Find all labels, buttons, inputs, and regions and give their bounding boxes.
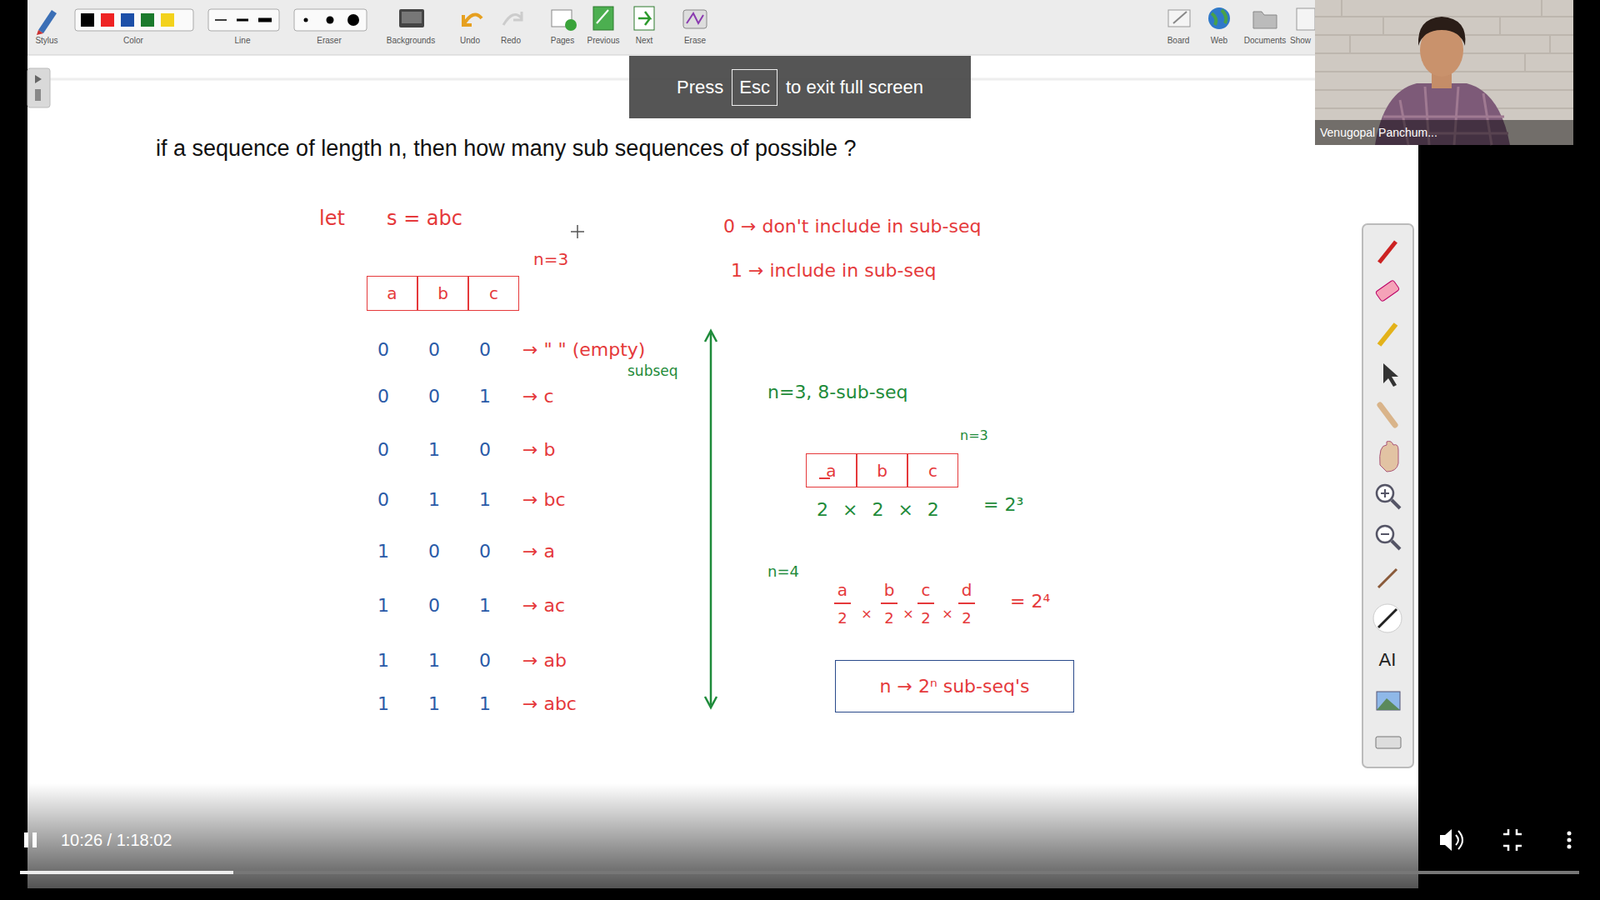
toolbar-label: Eraser: [316, 35, 341, 46]
toolbar-label: Previous: [587, 35, 620, 46]
array-cell: b: [417, 275, 469, 311]
bit-row: 1 0 1: [377, 595, 491, 616]
fullscreen-banner: Press to exit full screen Esc: [629, 55, 971, 119]
slide-title: if a sequence of length n, then how many…: [155, 135, 857, 162]
toolbar-label: Board: [1167, 35, 1190, 46]
node-text: to exit full screen: [785, 76, 924, 99]
text-tool-icon: AI: [1379, 649, 1397, 670]
handwritten-note: subseq: [627, 363, 679, 380]
toolbar-icons: [36, 6, 1315, 35]
toolbar-label: Erase: [684, 35, 706, 46]
fraction-letter: d: [961, 580, 973, 600]
whiteboard: [27, 55, 1419, 889]
handwritten-note: n=3, 8-sub-seq: [767, 381, 909, 403]
fraction-denominator: 2: [920, 610, 930, 628]
toolbar-label: Color: [123, 35, 144, 46]
toolbar-label: Web: [1210, 35, 1228, 46]
fraction-letter: a: [837, 580, 848, 600]
times-sign: ×: [902, 606, 914, 622]
node-text: b: [437, 283, 449, 304]
toolbar-label: Next: [635, 35, 654, 46]
array-cell: a: [805, 453, 857, 488]
node-text: Esc: [739, 76, 770, 99]
bit-row: 0 1 0: [377, 439, 491, 460]
fraction-bars: [819, 478, 975, 604]
subsequence-result: → ac: [522, 595, 565, 616]
toolbar: [27, 0, 1315, 55]
toolbar-label: Pages: [550, 35, 575, 46]
subsequence-result: → " " (empty): [522, 339, 645, 360]
video-time: 10:26 / 1:18:02: [60, 830, 172, 850]
toolbar-label: Line: [235, 35, 251, 46]
toolbar-label: Redo: [500, 35, 521, 46]
handwritten-note: 0 → don't include in sub-seq: [723, 215, 981, 237]
fraction-letter: c: [921, 580, 931, 600]
bit-row: 0 0 1: [377, 385, 491, 407]
bit-row: 0 1 1: [377, 489, 491, 510]
fraction-letter: b: [884, 580, 895, 600]
player-icons: [20, 829, 1580, 873]
toolbar-label: Show: [1290, 35, 1311, 46]
subsequence-result: → ab: [522, 650, 567, 671]
handwritten-note: n=3: [533, 250, 569, 270]
fraction-denominator: 2: [837, 610, 847, 628]
subsequence-result: → b: [522, 439, 555, 460]
handwritten-note: = 2³: [983, 494, 1024, 515]
node-text: n → 2ⁿ sub-seq's: [880, 675, 1030, 697]
handwritten-note: 1 → include in sub-seq: [730, 260, 936, 281]
array-cell: c: [907, 453, 959, 488]
array-cell: c: [468, 275, 520, 311]
subsequence-result: → c: [522, 385, 555, 407]
bit-row: 1 1 0: [377, 650, 491, 671]
toolbar-label: Undo: [460, 35, 480, 46]
node-text: Press: [676, 76, 724, 99]
node-text: a: [386, 283, 397, 304]
subsequence-result: → abc: [522, 693, 577, 715]
fraction-denominator: 2: [961, 610, 971, 628]
bit-row: 1 0 0: [377, 540, 491, 562]
handwritten-note: n=3: [960, 428, 989, 444]
handwritten-note: = 2⁴: [1010, 590, 1050, 612]
player-controls: [0, 783, 1600, 900]
range-arrow: [705, 330, 717, 708]
tool-panel: [1362, 224, 1414, 768]
node-text: b: [876, 460, 888, 481]
result-box: n → 2ⁿ sub-seq's: [835, 660, 1075, 713]
toolbar-label: Documents: [1244, 35, 1287, 46]
bit-row: 1 1 1: [377, 693, 491, 715]
webcam-feed: [1315, 0, 1574, 145]
times-sign: ×: [941, 606, 953, 622]
node-text: c: [928, 460, 938, 481]
toolbar-label: Backgrounds: [386, 35, 435, 46]
subsequence-result: → bc: [522, 489, 566, 510]
array-cell: b: [856, 453, 908, 488]
handwritten-note: let: [319, 207, 345, 231]
array-cell: a: [366, 275, 418, 311]
times-sign: ×: [860, 606, 872, 622]
subsequence-result: → a: [522, 540, 555, 562]
node-text: a: [825, 460, 836, 481]
handwritten-note: 2 × 2 × 2: [816, 499, 940, 520]
toolbar-label: Stylus: [35, 35, 58, 46]
handwritten-note: n=4: [767, 563, 800, 581]
presenter-name: Venugopal Panchum...: [1320, 125, 1438, 140]
fraction-denominator: 2: [884, 610, 894, 628]
bit-row: 0 0 0: [377, 339, 491, 360]
handwritten-note: s = abc: [386, 207, 463, 231]
node-text: c: [489, 283, 499, 304]
key-badge: Esc: [731, 69, 778, 106]
